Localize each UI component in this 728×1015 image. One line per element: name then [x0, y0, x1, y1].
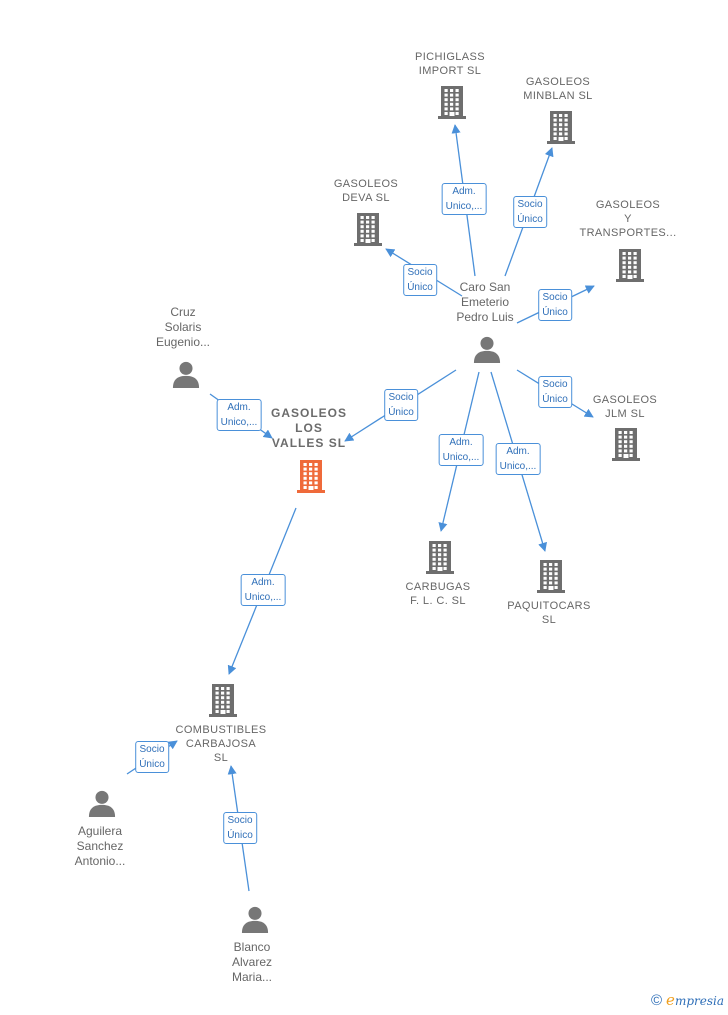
edge-label-caro-minblan[interactable]: Socio Único	[513, 196, 547, 228]
node-label-valles[interactable]: GASOLEOS LOS VALLES SL	[270, 406, 348, 450]
node-label-carbajosa[interactable]: COMBUSTIBLES CARBAJOSA SL	[175, 724, 267, 764]
edge-label-caro-paquitocars[interactable]: Adm. Unico,...	[495, 443, 541, 475]
person-icon[interactable]	[473, 335, 501, 368]
node-label-pichiglass[interactable]: PICHIGLASS IMPORT SL	[414, 51, 486, 77]
edge-label-cruz-valles[interactable]: Adm. Unico,...	[216, 399, 262, 431]
node-label-aguilera[interactable]: Aguilera Sanchez Antonio...	[74, 824, 126, 868]
building-icon[interactable]	[353, 212, 383, 251]
node-label-caro[interactable]: Caro San Emeterio Pedro Luis	[456, 280, 514, 324]
node-label-paquitocars[interactable]: PAQUITOCARS SL	[507, 600, 591, 626]
node-label-carbugas[interactable]: CARBUGAS F. L. C. SL	[405, 581, 471, 607]
edge-label-valles-carbajosa[interactable]: Adm. Unico,...	[240, 574, 286, 606]
edge-label-caro-carbugas[interactable]: Adm. Unico,...	[438, 434, 484, 466]
node-label-transportes[interactable]: GASOLEOS Y TRANSPORTES...	[579, 199, 677, 239]
building-icon[interactable]	[536, 559, 566, 598]
brand-name: mpresia	[674, 994, 724, 1008]
node-label-jlm[interactable]: GASOLEOS JLM SL	[592, 394, 658, 420]
copyright-symbol: ©	[650, 992, 663, 1009]
edge-label-aguilera-carbajosa[interactable]: Socio Único	[135, 741, 169, 773]
edge-label-caro-transportes[interactable]: Socio Único	[538, 289, 572, 321]
building-icon[interactable]	[208, 683, 238, 722]
edge-label-caro-valles[interactable]: Socio Único	[384, 389, 418, 421]
edge-label-caro-jlm[interactable]: Socio Único	[538, 376, 572, 408]
building-icon[interactable]	[437, 85, 467, 124]
node-label-minblan[interactable]: GASOLEOS MINBLAN SL	[523, 76, 593, 102]
node-label-cruz[interactable]: Cruz Solaris Eugenio...	[155, 305, 211, 349]
building-icon[interactable]	[546, 110, 576, 149]
brand-initial: e	[666, 991, 675, 1009]
node-label-deva[interactable]: GASOLEOS DEVA SL	[333, 178, 399, 204]
edge-label-caro-pichiglass[interactable]: Adm. Unico,...	[441, 183, 487, 215]
person-icon[interactable]	[172, 360, 200, 393]
edge-label-caro-deva[interactable]: Socio Único	[403, 264, 437, 296]
empresia-watermark: ©empresia	[651, 991, 724, 1009]
focus-building-icon[interactable]	[296, 459, 326, 498]
building-icon[interactable]	[615, 248, 645, 287]
building-icon[interactable]	[611, 427, 641, 466]
edge-label-blanco-carbajosa[interactable]: Socio Único	[223, 812, 257, 844]
building-icon[interactable]	[425, 540, 455, 579]
node-label-blanco[interactable]: Blanco Alvarez Maria...	[231, 940, 273, 984]
person-icon[interactable]	[241, 905, 269, 938]
person-icon[interactable]	[88, 789, 116, 822]
